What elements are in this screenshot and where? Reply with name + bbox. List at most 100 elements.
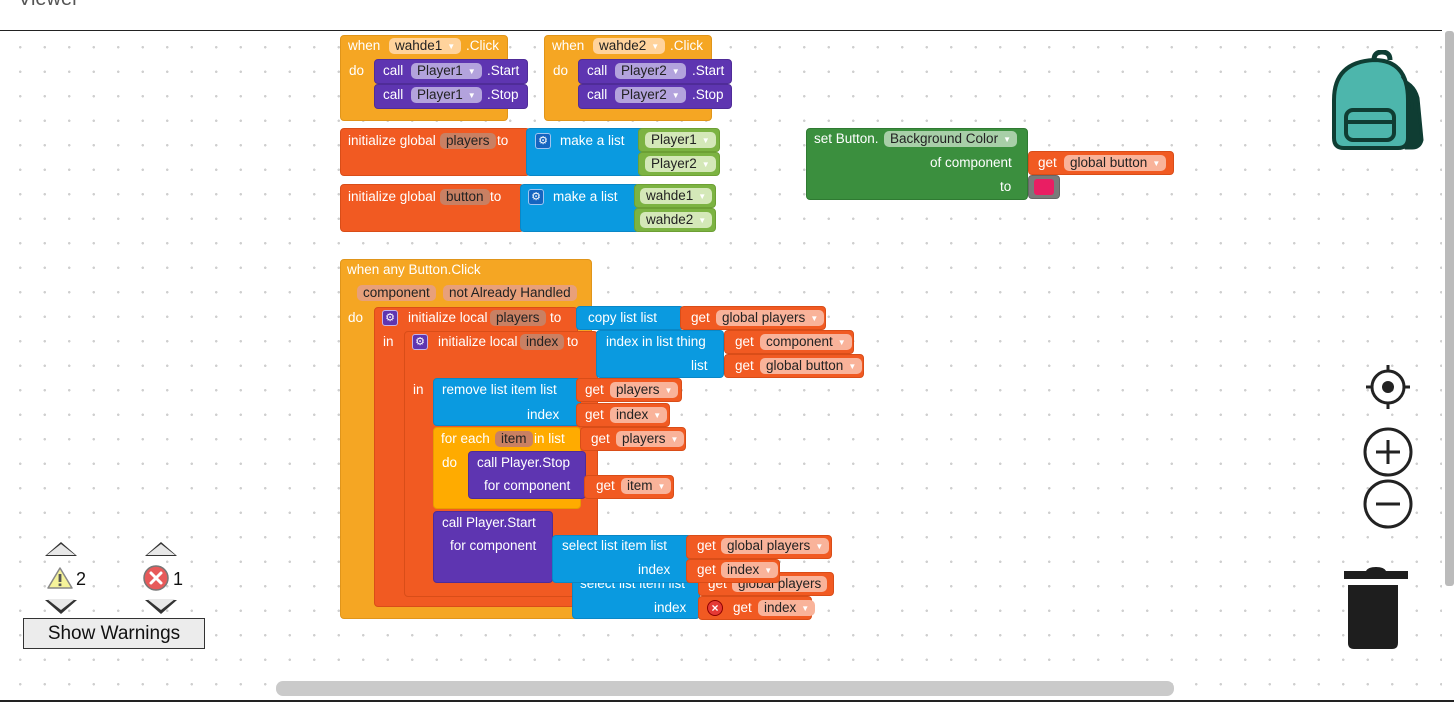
dropdown-arrow-icon: ▼ — [653, 411, 662, 420]
do-label: do — [349, 63, 365, 78]
variable-name-field[interactable]: players — [440, 133, 496, 149]
dropdown-arrow-icon: ▼ — [698, 192, 707, 201]
dropdown-arrow-icon: ▼ — [467, 91, 476, 100]
dropdown-arrow-icon: ▼ — [1003, 135, 1011, 144]
call-label: call — [383, 63, 404, 78]
color-swatch[interactable] — [1034, 179, 1054, 195]
get-label: get — [735, 358, 754, 373]
warning-icon — [47, 567, 73, 589]
dropdown-arrow-icon: ▼ — [671, 91, 680, 100]
error-icon[interactable]: × — [707, 600, 723, 616]
zoom-out-icon[interactable] — [1362, 478, 1414, 530]
next-warning-button[interactable] — [45, 599, 77, 614]
for-each-label: for each — [441, 431, 490, 446]
in-label: in — [383, 334, 394, 349]
variable-name-field[interactable]: players — [490, 310, 546, 326]
index-in-list-label: index in list thing — [606, 334, 706, 349]
component-dropdown[interactable]: wahde1▼ — [389, 38, 462, 54]
backpack-icon[interactable] — [1326, 50, 1430, 154]
call-player-start-block[interactable] — [433, 511, 553, 583]
remove-list-item-block[interactable] — [433, 378, 581, 426]
component-dropdown[interactable]: Player1▼ — [411, 87, 482, 103]
vertical-scrollbar[interactable] — [1445, 31, 1454, 586]
component-dropdown[interactable]: Player2▼ — [615, 87, 686, 103]
variable-dropdown[interactable]: players▼ — [616, 431, 685, 447]
next-error-button[interactable] — [145, 599, 177, 614]
init-global-label: initialize global — [348, 189, 436, 204]
component-dropdown[interactable]: Player2▼ — [615, 63, 686, 79]
component-dropdown[interactable]: Player1▼ — [411, 63, 482, 79]
recenter-icon[interactable] — [1364, 363, 1412, 411]
param-not-already-handled[interactable]: not Already Handled — [443, 285, 577, 301]
viewer-title: Viewer — [18, 0, 79, 11]
index-label: index — [654, 600, 687, 615]
index-label: index — [638, 562, 671, 577]
get-label: get — [1038, 155, 1057, 170]
call-player-stop-block[interactable] — [468, 451, 586, 499]
event-label: .Click — [670, 38, 703, 53]
gear-icon[interactable]: ⚙ — [382, 310, 398, 326]
make-list-label: make a list — [560, 133, 625, 148]
call-label: call — [383, 87, 404, 102]
dropdown-arrow-icon: ▼ — [664, 386, 673, 395]
variable-name-field[interactable]: index — [520, 334, 565, 350]
component-dropdown[interactable]: Player1▼ — [645, 132, 716, 148]
param-component[interactable]: component — [357, 285, 436, 301]
component-dropdown[interactable]: wahde1▼ — [640, 188, 713, 204]
gear-icon[interactable]: ⚙ — [528, 189, 544, 205]
copy-list-label: copy list list — [588, 310, 658, 325]
for-component-label: for component — [484, 478, 571, 493]
of-component-label: of component — [930, 155, 1012, 170]
gear-icon[interactable]: ⚙ — [412, 334, 428, 350]
component-dropdown[interactable]: wahde2▼ — [640, 212, 713, 228]
call-label: call — [587, 63, 608, 78]
call-label: call — [587, 87, 608, 102]
dropdown-arrow-icon: ▼ — [815, 542, 824, 551]
dropdown-arrow-icon: ▼ — [764, 566, 773, 575]
to-label: to — [1000, 179, 1012, 194]
variable-dropdown[interactable]: index▼ — [610, 407, 668, 423]
variable-dropdown[interactable]: global players▼ — [716, 310, 825, 326]
variable-name-field[interactable]: item — [495, 431, 533, 447]
variable-dropdown[interactable]: index▼ — [758, 600, 816, 616]
init-local-label: initialize local — [408, 310, 488, 325]
in-list-label: in list — [534, 431, 565, 446]
variable-dropdown[interactable]: global button▼ — [1064, 155, 1167, 171]
component-dropdown[interactable]: wahde2▼ — [593, 38, 666, 54]
variable-name-field[interactable]: button — [440, 189, 490, 205]
variable-dropdown[interactable]: component▼ — [760, 334, 852, 350]
trash-icon[interactable] — [1342, 565, 1410, 651]
gear-icon[interactable]: ⚙ — [535, 133, 551, 149]
get-label: get — [697, 562, 716, 577]
dropdown-arrow-icon: ▼ — [670, 435, 679, 444]
prev-error-button[interactable] — [145, 542, 177, 556]
variable-dropdown[interactable]: global players▼ — [721, 538, 830, 554]
variable-dropdown[interactable]: players▼ — [610, 382, 679, 398]
when-label: when — [552, 38, 585, 53]
variable-dropdown[interactable]: item▼ — [621, 478, 672, 494]
property-dropdown[interactable]: Background Color▼ — [884, 131, 1017, 147]
prev-warning-button[interactable] — [45, 542, 77, 556]
variable-dropdown[interactable]: global button▼ — [760, 358, 863, 374]
dropdown-arrow-icon: ▼ — [837, 338, 846, 347]
horizontal-scrollbar[interactable] — [276, 681, 1174, 696]
index-in-list-block[interactable] — [596, 330, 724, 378]
dropdown-arrow-icon: ▼ — [657, 482, 666, 491]
zoom-in-icon[interactable] — [1362, 426, 1414, 478]
get-label: get — [591, 431, 610, 446]
method-label: .Stop — [487, 87, 519, 102]
get-label: get — [585, 407, 604, 422]
divider — [0, 700, 1454, 702]
copy-list-block[interactable] — [576, 306, 684, 330]
dropdown-arrow-icon: ▼ — [698, 216, 707, 225]
variable-dropdown[interactable]: index▼ — [721, 562, 779, 578]
event-label: .Click — [466, 38, 499, 53]
to-label: to — [497, 133, 509, 148]
select-list-item-block[interactable] — [552, 535, 692, 583]
dropdown-arrow-icon: ▼ — [1152, 159, 1161, 168]
dropdown-arrow-icon: ▼ — [701, 160, 710, 169]
component-dropdown[interactable]: Player2▼ — [645, 156, 716, 172]
dropdown-arrow-icon: ▼ — [651, 42, 660, 51]
to-label: to — [550, 310, 562, 325]
show-warnings-button[interactable]: Show Warnings — [23, 618, 205, 649]
